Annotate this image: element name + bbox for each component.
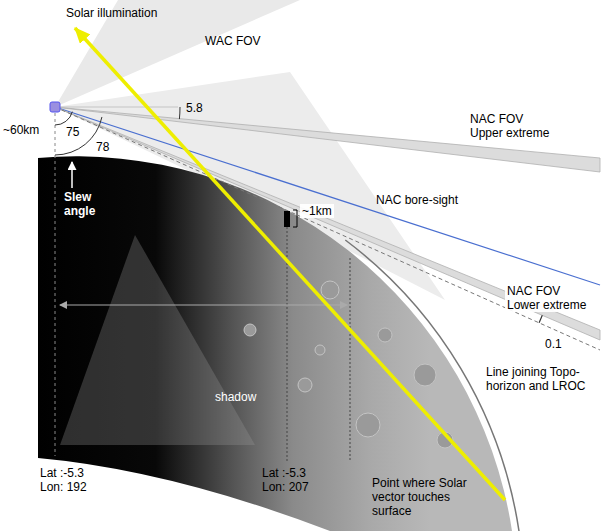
boresight-label: NAC bore-sight	[376, 193, 458, 207]
crater	[315, 345, 325, 355]
boresight-line	[55, 107, 600, 285]
coordinate-label: Lat :-5.3 Lon: 207	[262, 466, 324, 494]
solar-vector-arrow	[75, 28, 505, 500]
crater	[378, 328, 392, 342]
crater	[321, 281, 339, 299]
angle-value: 75	[66, 125, 79, 139]
angle-value: 5.8	[186, 101, 203, 115]
nadir-line	[55, 107, 56, 456]
horizon-line-label: Line joining Topo-horizon and LROC	[486, 365, 594, 393]
angle-value: 78	[96, 140, 109, 154]
longitude-line	[350, 258, 351, 460]
angle-arc	[55, 112, 72, 125]
crater	[356, 413, 380, 437]
region-label: shadow	[215, 390, 256, 404]
coordinate-label: Lat :-5.3 Lon: 192	[40, 466, 102, 494]
crater-group	[244, 281, 453, 448]
angle-arc	[539, 315, 542, 323]
crater	[414, 364, 436, 386]
horizon-line	[55, 107, 600, 350]
topography-marker	[284, 211, 290, 227]
moon-surface	[38, 156, 512, 531]
crater	[244, 324, 256, 336]
height-label: ~1km	[300, 204, 334, 218]
angle-arc	[179, 107, 181, 119]
slew-label: Slew angle	[64, 190, 102, 218]
angle-value: 0.1	[545, 337, 562, 351]
slew-arrow	[71, 162, 73, 188]
illumination-label: Solar illumination	[66, 6, 157, 20]
spacecraft-icon	[50, 102, 60, 112]
angle-arc	[55, 117, 102, 155]
fov-label: WAC FOV	[205, 34, 261, 48]
distance-arrow	[60, 305, 347, 306]
nac-fov-upper-band	[55, 107, 600, 172]
crater	[298, 378, 312, 392]
reference-line	[55, 107, 178, 108]
altitude-label: ~60km	[3, 123, 39, 137]
height-bracket	[293, 210, 297, 227]
fov-label: NAC FOV Upper extreme	[470, 112, 556, 140]
note-label: Point where Solar vector touches surface	[372, 476, 486, 518]
shadow-region	[60, 235, 255, 445]
fov-label: NAC FOV Lower extreme	[505, 284, 595, 312]
